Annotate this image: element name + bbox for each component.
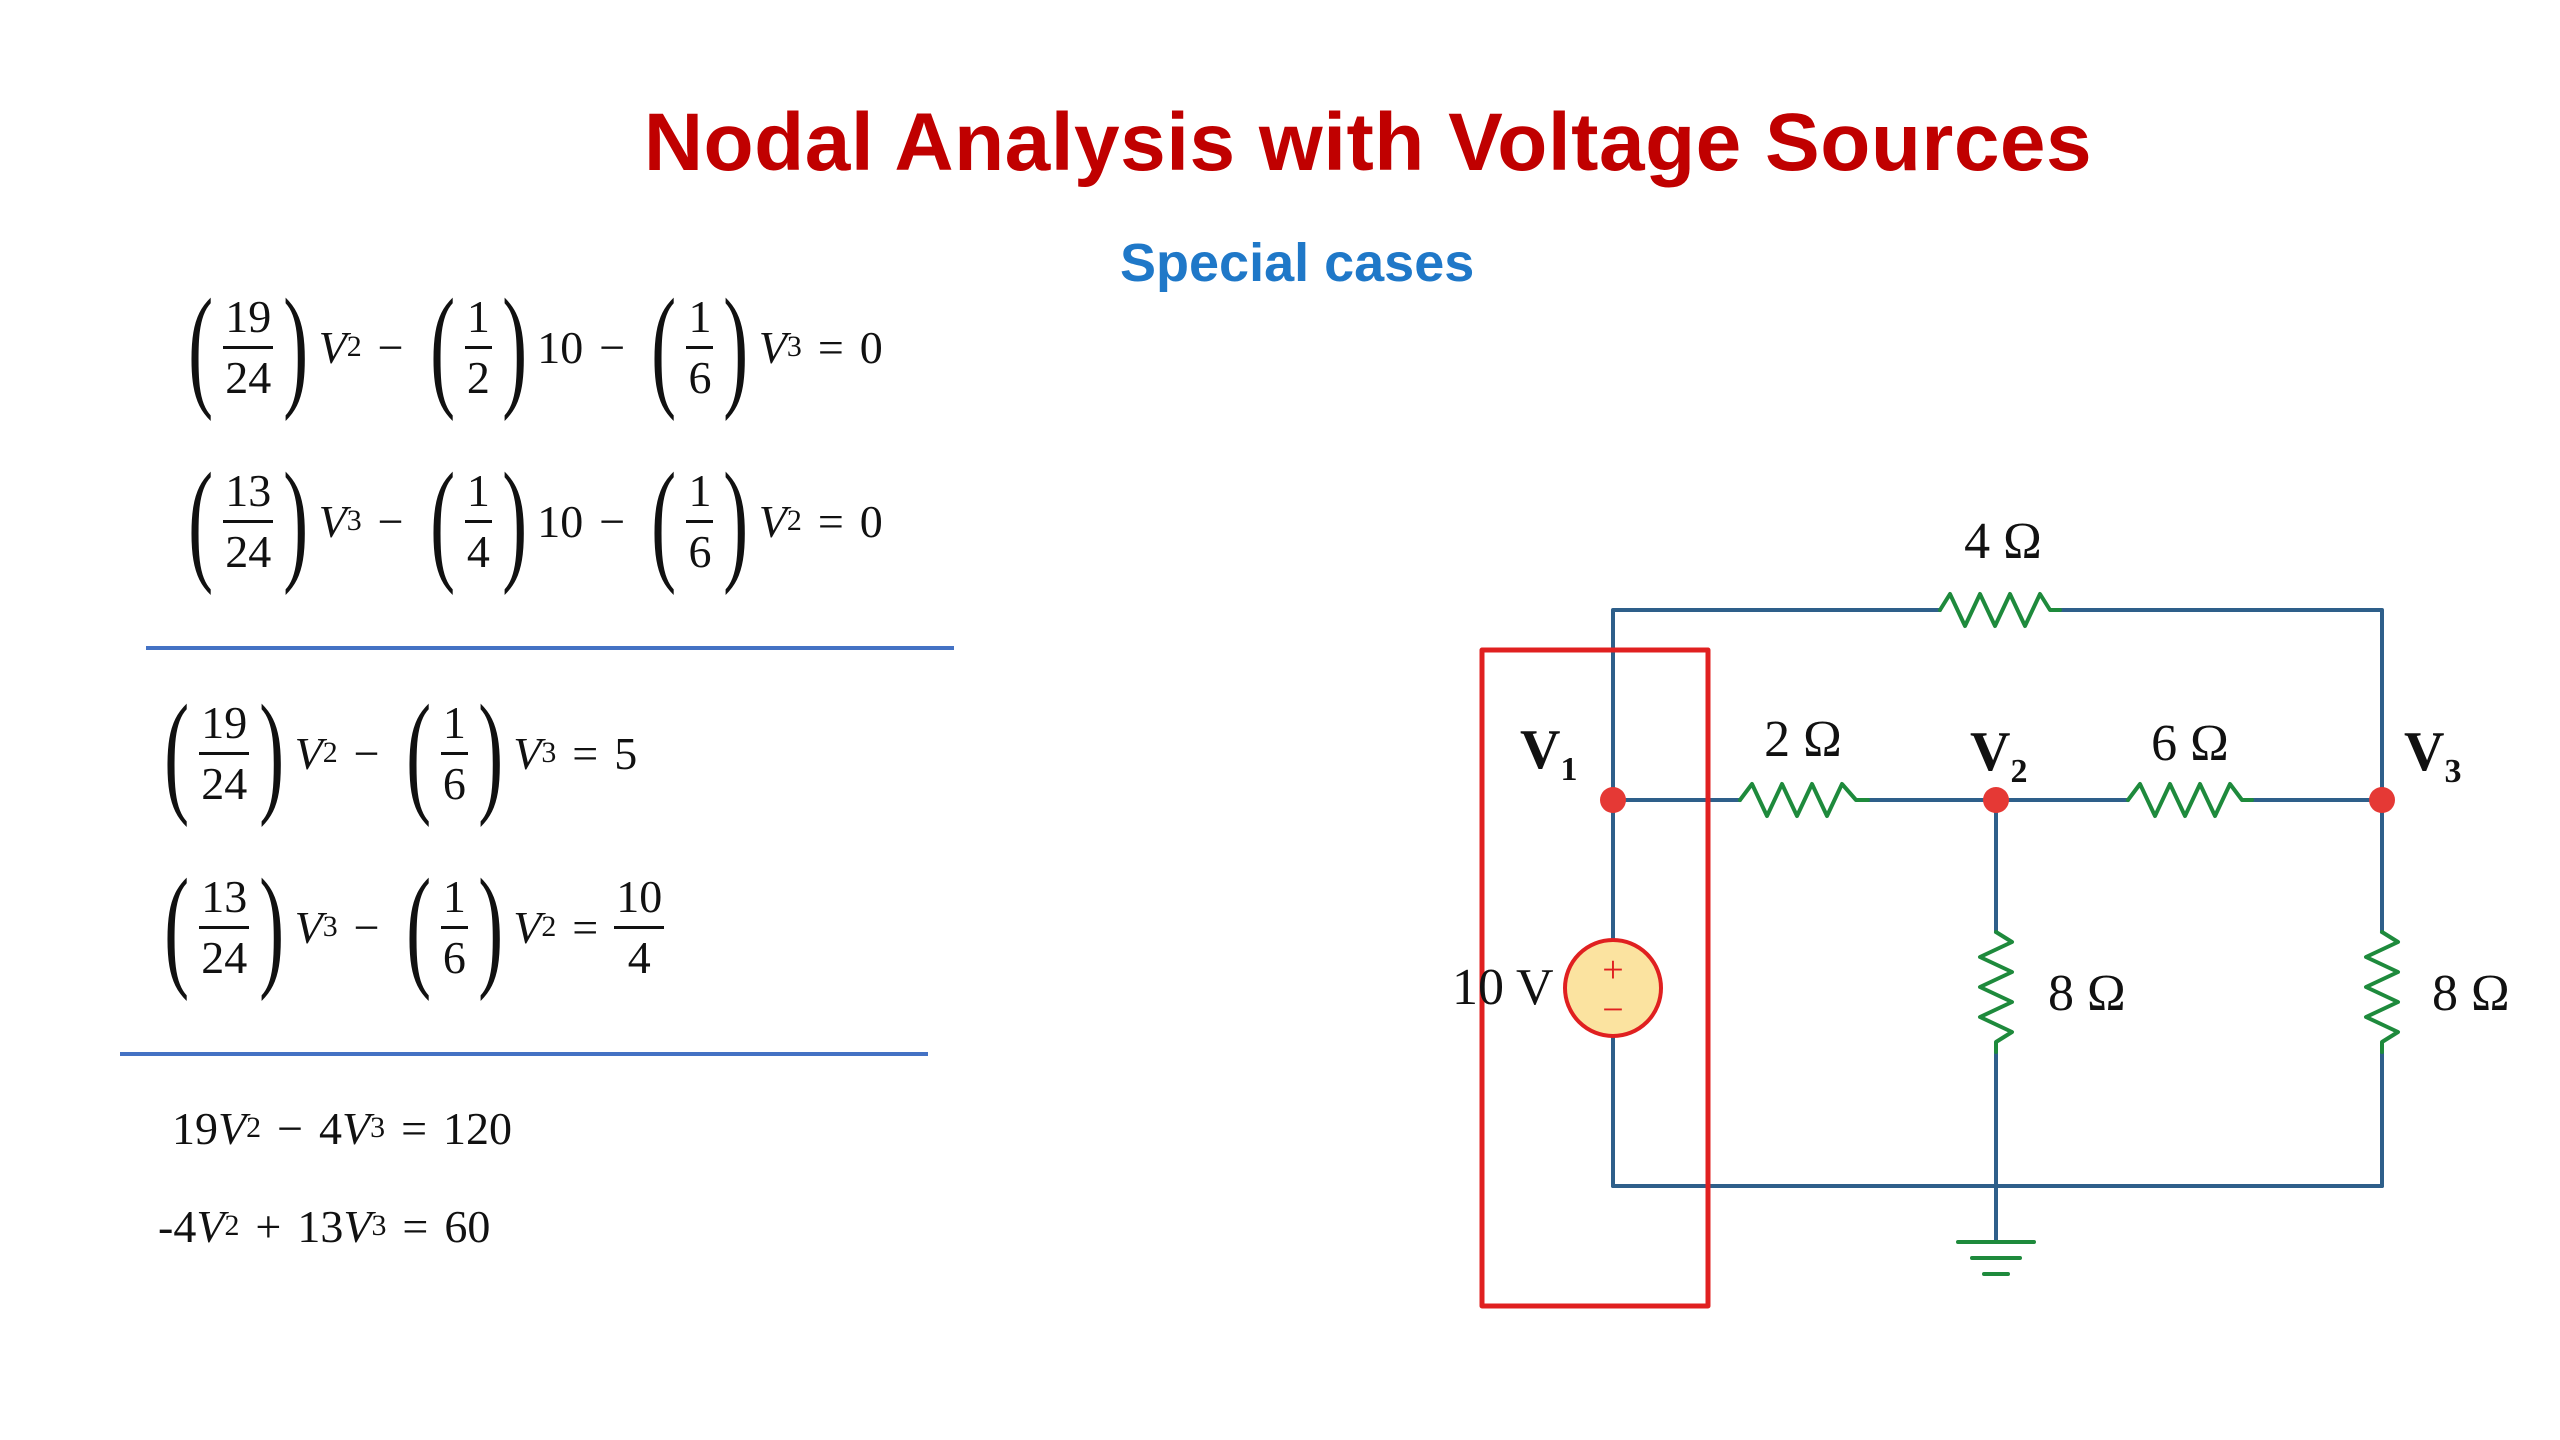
resistor-2ohm: [1738, 782, 1870, 818]
node-v1-dot: [1600, 787, 1626, 813]
node-v3-dot: [2369, 787, 2395, 813]
label-8ohm-v2: 8 Ω: [2048, 965, 2126, 1022]
node-label-v3: V3: [2404, 721, 2461, 790]
voltage-source: [1563, 938, 1663, 1038]
label-4ohm: 4 Ω: [1964, 513, 2042, 570]
label-2ohm: 2 Ω: [1764, 711, 1842, 768]
resistors: [1738, 592, 2400, 1054]
ground-symbol: [1956, 1240, 2036, 1276]
source-plus-sign: +: [1602, 949, 1623, 991]
label-10v: 10 V: [1452, 959, 1554, 1016]
node-v2-dot: [1983, 787, 2009, 813]
label-8ohm-v3: 8 Ω: [2432, 965, 2510, 1022]
resistor-8ohm-v3: [2364, 930, 2400, 1054]
divider-1: [146, 646, 954, 650]
resistor-6ohm: [2126, 782, 2254, 818]
slide-subtitle: Special cases: [1120, 233, 1475, 293]
resistor-4ohm: [1938, 592, 2062, 628]
label-6ohm: 6 Ω: [2151, 715, 2229, 772]
highlight-box: [1479, 647, 1711, 1309]
slide-title: Nodal Analysis with Voltage Sources: [643, 97, 2093, 188]
resistor-8ohm-v2: [1978, 930, 2014, 1054]
node-label-v2: V2: [1970, 721, 2027, 790]
circuit-wires: [1611, 608, 2384, 1244]
divider-2: [120, 1052, 928, 1056]
source-minus-sign: −: [1602, 989, 1623, 1031]
node-label-v1: V1: [1520, 719, 1577, 788]
